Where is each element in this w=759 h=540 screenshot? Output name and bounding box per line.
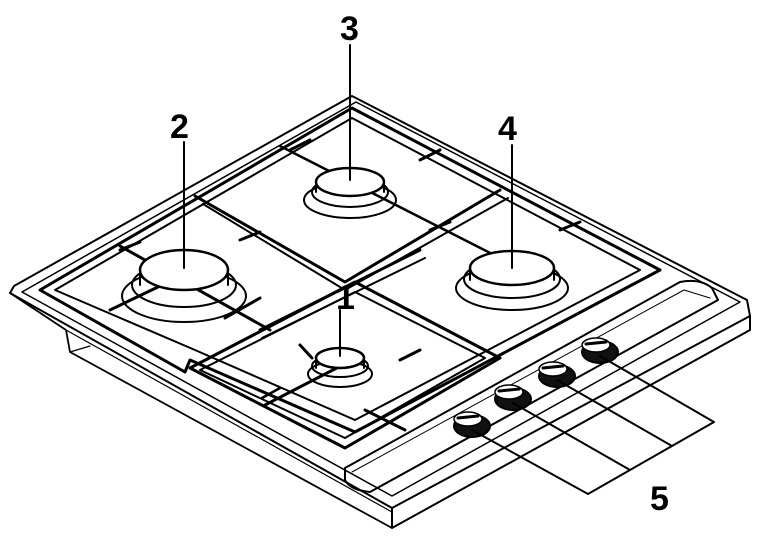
leader-lines <box>183 44 715 495</box>
callout-3: 3 <box>340 10 359 48</box>
knob-4 <box>581 337 619 364</box>
callout-2: 2 <box>170 108 189 146</box>
knob-3 <box>538 361 576 388</box>
burner-1 <box>307 346 373 388</box>
callout-4: 4 <box>498 110 517 148</box>
knob-2 <box>494 384 532 411</box>
knob-1 <box>453 411 491 438</box>
control-knobs <box>453 337 619 438</box>
control-panel <box>344 279 719 493</box>
hob-body <box>9 95 751 529</box>
leader-line-5 <box>471 355 715 495</box>
callout-1: 1 <box>336 279 355 317</box>
callout-5: 5 <box>650 480 669 518</box>
